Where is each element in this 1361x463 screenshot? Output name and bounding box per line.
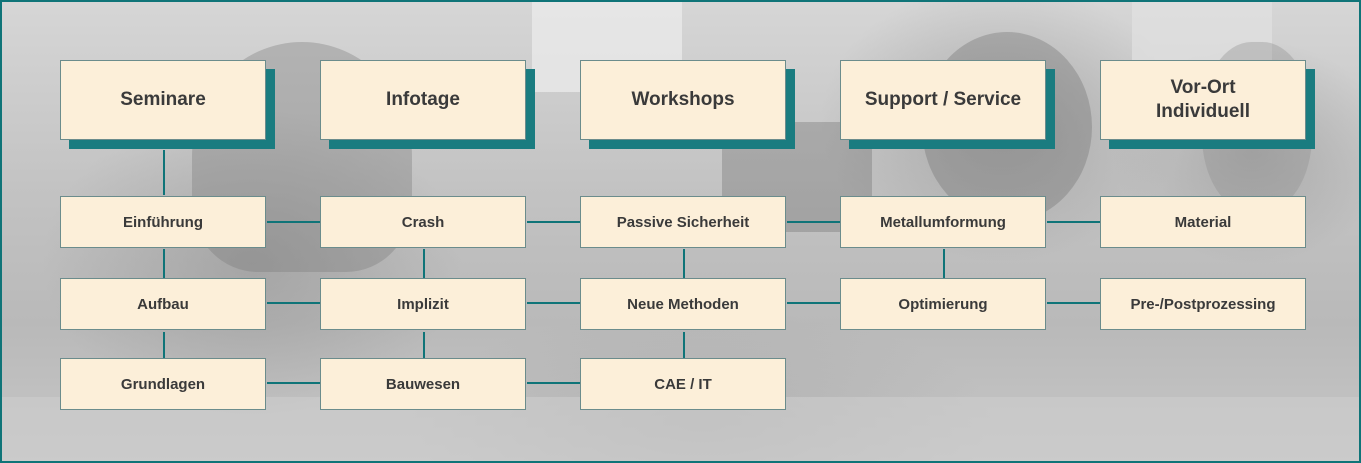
topic-optimierung[interactable]: Optimierung	[840, 278, 1046, 330]
header-label: Seminare	[120, 89, 206, 110]
topic-material[interactable]: Material	[1100, 196, 1306, 248]
header-label: Infotage	[386, 89, 460, 110]
topic-label: Metallumformung	[880, 213, 1006, 231]
topic-label: Optimierung	[898, 295, 988, 313]
header-vor-ort-individuell[interactable]: Vor-Ort Individuell	[1100, 60, 1306, 140]
topic-pre-postprozessing[interactable]: Pre-/Postprozessing	[1100, 278, 1306, 330]
topic-label: Aufbau	[137, 295, 189, 313]
topic-label: Grundlagen	[120, 375, 206, 393]
header-seminare[interactable]: Seminare	[60, 60, 266, 140]
topic-metallumformung[interactable]: Metallumformung	[840, 196, 1046, 248]
topic-crash[interactable]: Crash	[320, 196, 526, 248]
topic-label: Material	[1174, 213, 1232, 231]
topic-neue-methoden[interactable]: Neue Methoden	[580, 278, 786, 330]
topic-label: Neue Methoden	[627, 295, 739, 313]
topic-label: Bauwesen	[385, 375, 461, 393]
header-support-service[interactable]: Support / Service	[840, 60, 1046, 140]
header-infotage[interactable]: Infotage	[320, 60, 526, 140]
topic-einfuehrung[interactable]: Einführung	[60, 196, 266, 248]
topic-bauwesen[interactable]: Bauwesen	[320, 358, 526, 410]
topic-label: Pre-/Postprozessing	[1130, 295, 1276, 313]
topic-cae-it[interactable]: CAE / IT	[580, 358, 786, 410]
topic-aufbau[interactable]: Aufbau	[60, 278, 266, 330]
topic-label: Implizit	[397, 295, 449, 313]
topic-label: Passive Sicherheit	[616, 213, 750, 231]
topic-implizit[interactable]: Implizit	[320, 278, 526, 330]
topic-label: CAE / IT	[654, 375, 712, 393]
header-label: Workshops	[631, 89, 735, 110]
topic-label: Einführung	[123, 213, 203, 231]
topic-grundlagen[interactable]: Grundlagen	[60, 358, 266, 410]
topic-label: Crash	[401, 213, 445, 231]
topic-passive-sicherheit[interactable]: Passive Sicherheit	[580, 196, 786, 248]
header-label: Vor-Ort Individuell	[1156, 77, 1250, 122]
header-workshops[interactable]: Workshops	[580, 60, 786, 140]
header-label: Support / Service	[864, 89, 1022, 110]
